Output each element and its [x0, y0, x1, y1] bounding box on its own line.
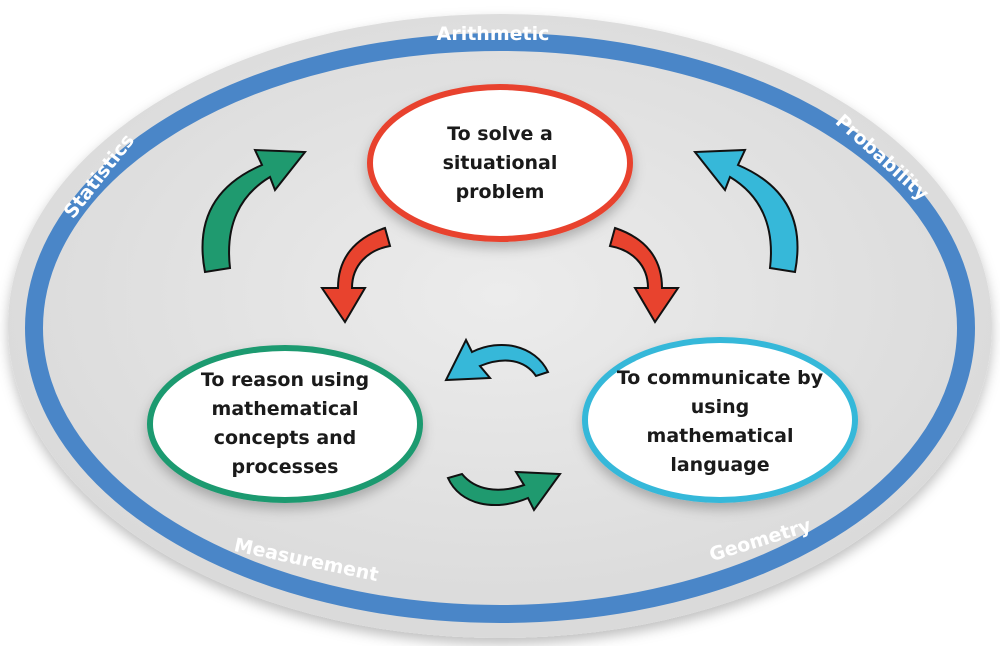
domain-ring	[25, 33, 975, 623]
arrow-red-right-down	[608, 226, 680, 324]
solve-label: To solve a situational problem	[442, 122, 558, 203]
oval-communicate	[582, 337, 858, 503]
arrow-cyan-left	[444, 337, 550, 382]
arrow-green-up	[201, 148, 308, 274]
arrow-cyan-up	[692, 148, 799, 274]
oval-solve	[367, 84, 633, 242]
reason-label: To reason using mathematical concepts an…	[200, 369, 370, 478]
communicate-label: To communicate by using mathematical lan…	[616, 367, 824, 476]
arrow-red-left-down	[320, 226, 392, 324]
arrow-green-right	[446, 470, 562, 512]
oval-reason	[147, 345, 423, 503]
ring-label-arithmetic: Arithmetic	[437, 23, 550, 45]
